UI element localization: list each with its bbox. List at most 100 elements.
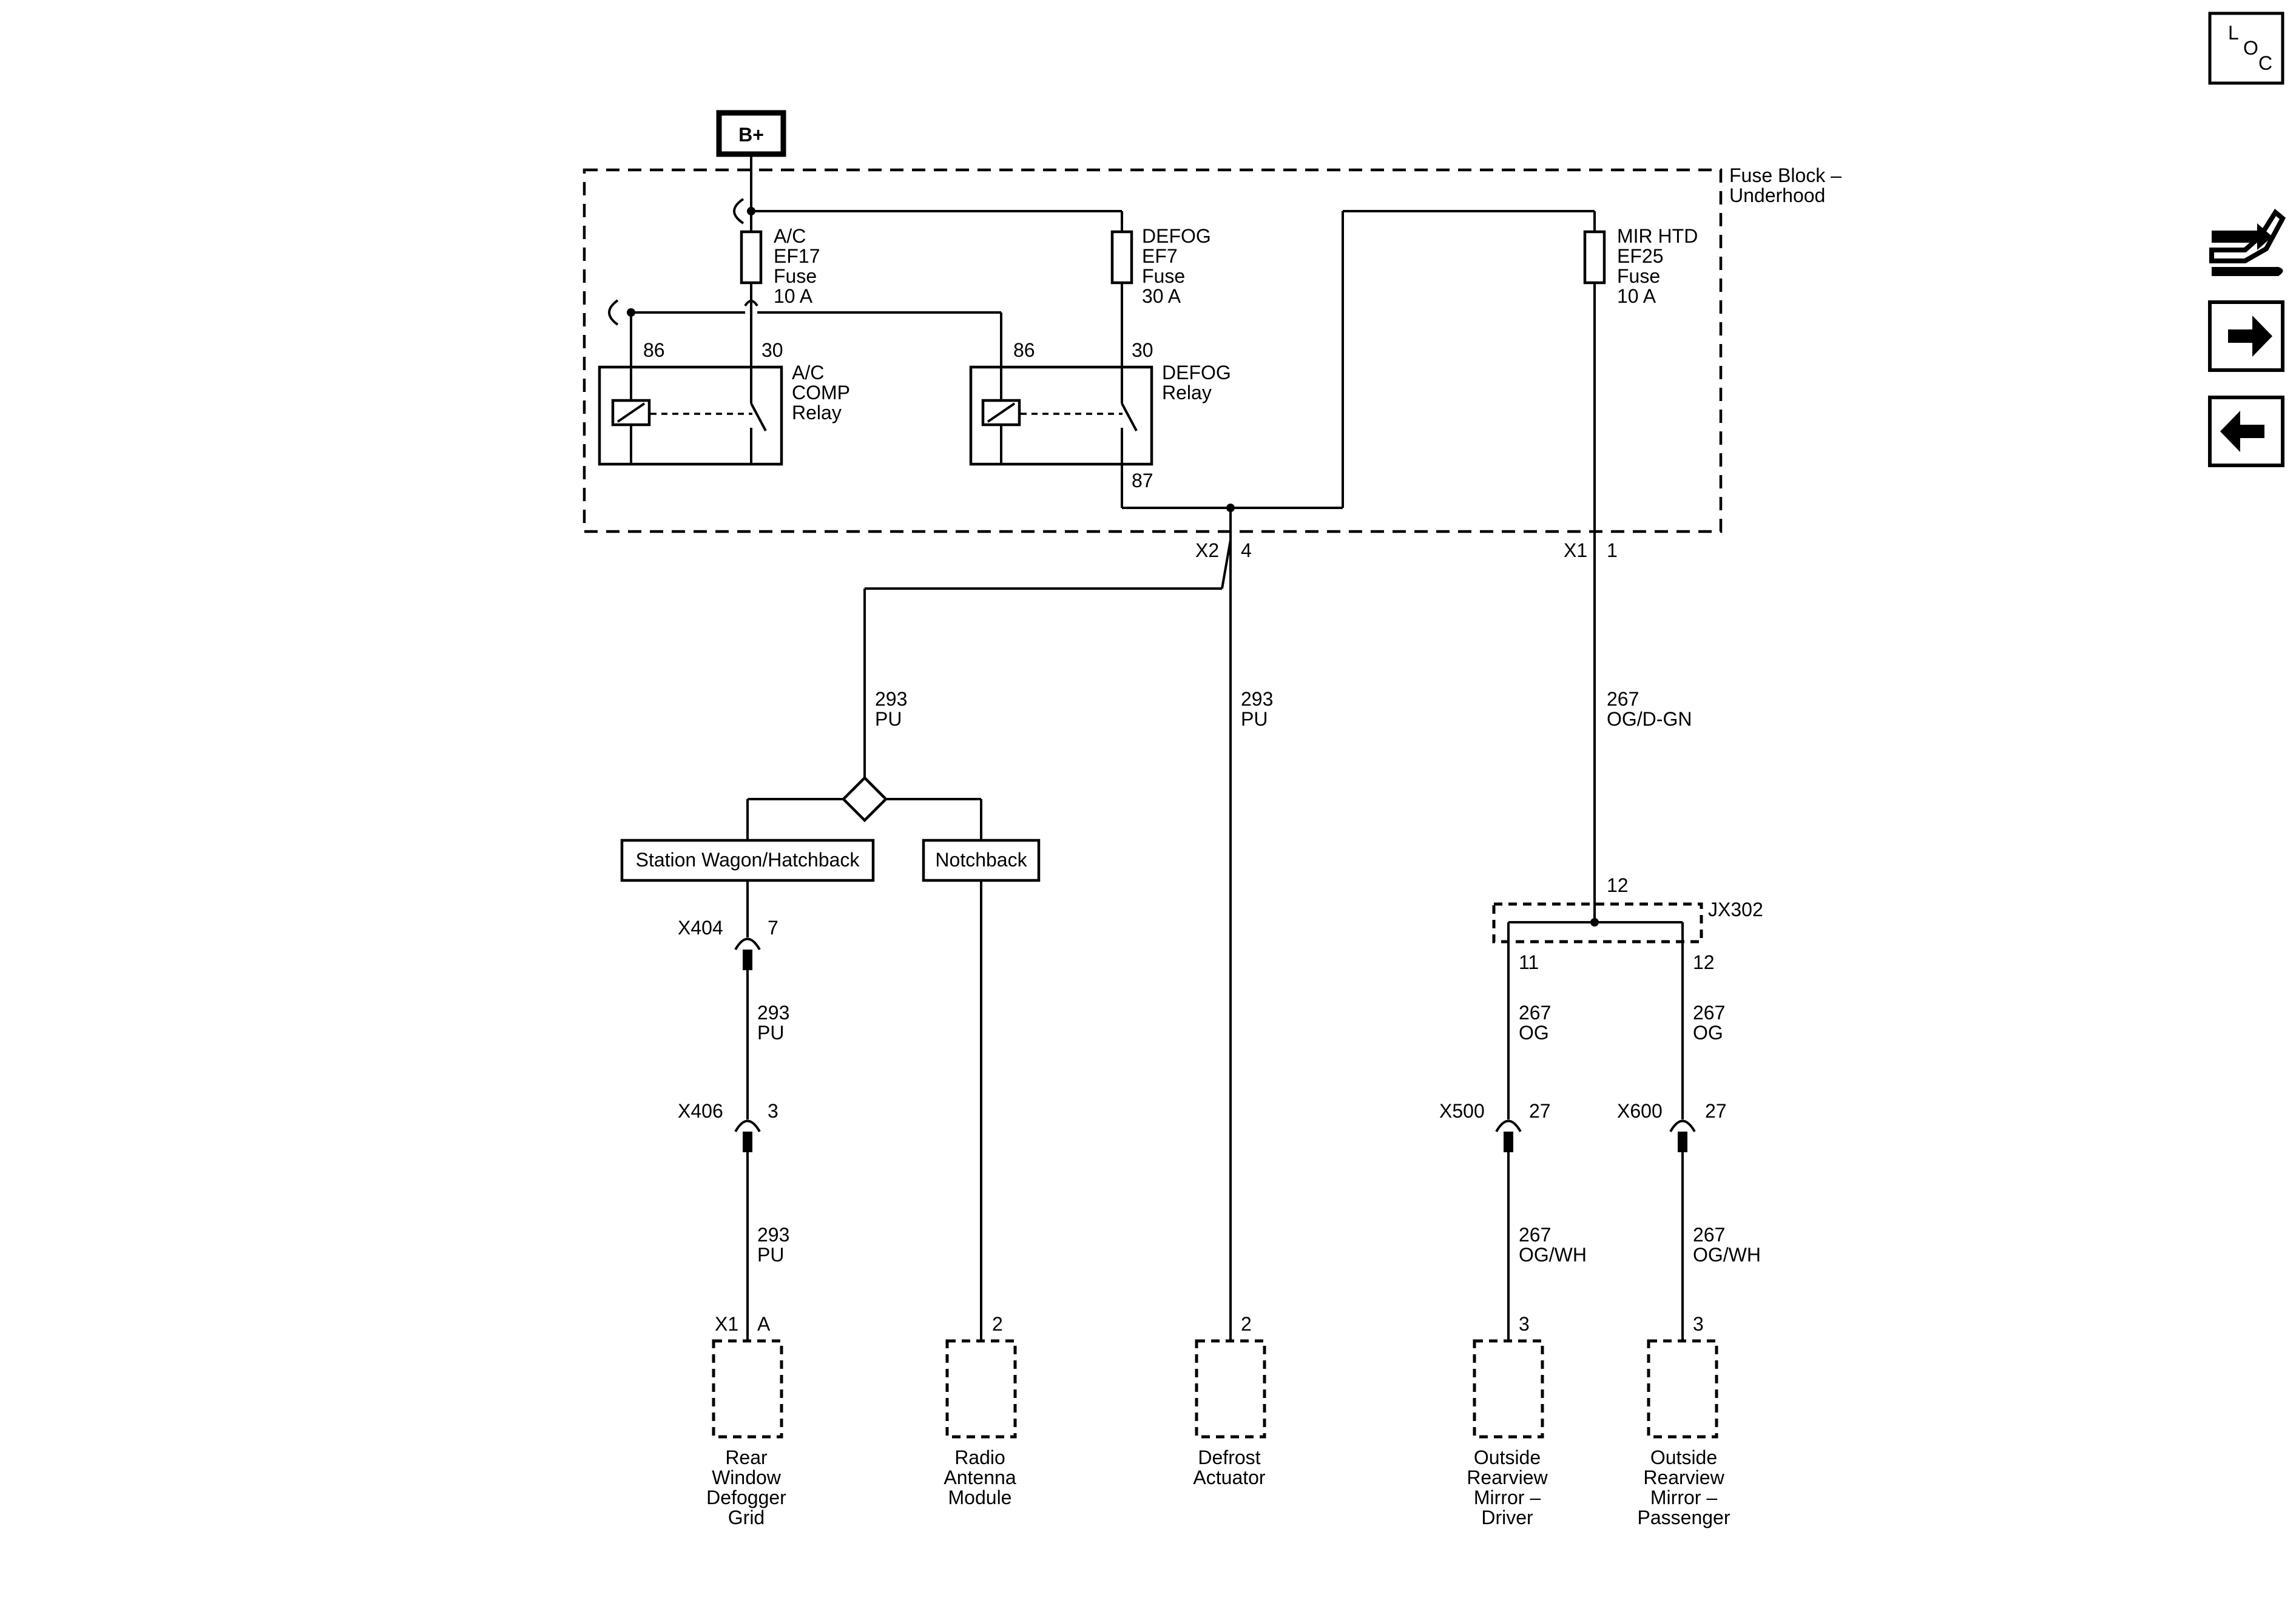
svg-text:30 A: 30 A: [1142, 285, 1181, 307]
svg-text:Defogger: Defogger: [706, 1487, 786, 1508]
left-branch-wiring: [734, 880, 982, 1341]
svg-text:Rearview: Rearview: [1467, 1467, 1548, 1488]
service-info-icon[interactable]: [2209, 208, 2286, 276]
x500-pin-label: 27: [1529, 1100, 1551, 1122]
defog-relay-label: DEFOG Relay: [1162, 362, 1231, 403]
wire-label-293-left: 293 PU: [875, 688, 907, 730]
wire-label-267-main: 267 OG/D-GN: [1607, 688, 1692, 730]
ac-relay-pin-30: 30: [761, 339, 783, 361]
svg-text:Mirror –: Mirror –: [1474, 1487, 1541, 1508]
option-station-wagon: Station Wagon/Hatchback: [620, 839, 875, 882]
x1-connector-label: X1: [1564, 539, 1587, 561]
svg-text:293: 293: [875, 688, 907, 710]
splice-dot: [1590, 918, 1599, 927]
svg-text:DEFOG: DEFOG: [1142, 225, 1211, 247]
x406-connector-label: X406: [678, 1100, 723, 1122]
component-outside-mirror-driver: 3 Outside Rearview Mirror – Driver: [1467, 1313, 1548, 1528]
svg-text:A: A: [757, 1313, 771, 1335]
svg-text:293: 293: [757, 1002, 789, 1024]
x404-pin-label: 7: [768, 917, 778, 939]
wire-label-267-og-driver: 267 OG: [1519, 1002, 1551, 1044]
svg-text:Outside: Outside: [1474, 1447, 1541, 1468]
svg-text:3: 3: [1519, 1313, 1530, 1335]
arrow-right-icon[interactable]: [2208, 300, 2284, 372]
svg-text:DEFOG: DEFOG: [1162, 362, 1231, 383]
x406-pin-label: 3: [768, 1100, 778, 1122]
svg-text:PU: PU: [1241, 708, 1268, 730]
svg-text:10 A: 10 A: [774, 285, 813, 307]
svg-text:Passenger: Passenger: [1638, 1507, 1730, 1528]
jx302-label: JX302: [1708, 899, 1763, 920]
fuse-ef17-label: A/C EF17 Fuse 10 A: [774, 225, 820, 307]
svg-text:EF25: EF25: [1617, 245, 1663, 267]
x600-connector-label: X600: [1617, 1100, 1663, 1122]
svg-text:293: 293: [1241, 688, 1273, 710]
svg-text:A/C: A/C: [774, 225, 806, 247]
svg-text:A/C: A/C: [792, 362, 824, 383]
svg-text:Mirror –: Mirror –: [1650, 1487, 1717, 1508]
svg-text:COMP: COMP: [792, 382, 850, 403]
splice-dot: [747, 207, 755, 215]
svg-text:Actuator: Actuator: [1193, 1467, 1266, 1488]
wire-label-267-wh-driver: 267 OG/WH: [1519, 1224, 1587, 1266]
svg-text:PU: PU: [757, 1022, 784, 1044]
x2-outputs: [863, 508, 1232, 1341]
svg-text:Rear: Rear: [725, 1447, 768, 1468]
svg-text:Fuse: Fuse: [1142, 265, 1185, 287]
location-button[interactable]: L O C: [2208, 12, 2284, 85]
fuse-block-title: Fuse Block –: [1729, 164, 1842, 186]
component-outside-mirror-passenger: 3 Outside Rearview Mirror – Passenger: [1638, 1313, 1730, 1528]
fuse-block-wiring: [608, 154, 1606, 922]
fuse-block-boundary: [582, 168, 1723, 533]
svg-text:OG/D-GN: OG/D-GN: [1607, 708, 1692, 730]
svg-text:293: 293: [757, 1224, 789, 1246]
svg-text:2: 2: [992, 1313, 1003, 1335]
svg-text:Antenna: Antenna: [944, 1467, 1016, 1488]
svg-text:PU: PU: [757, 1244, 784, 1266]
svg-text:Defrost: Defrost: [1198, 1447, 1260, 1468]
arrow-left-icon[interactable]: [2208, 396, 2284, 467]
jx302-splice-pack: [1492, 902, 1703, 1341]
svg-text:Outside: Outside: [1650, 1447, 1717, 1468]
jx302-out-pin-2: 12: [1693, 951, 1715, 973]
svg-text:OG: OG: [1519, 1022, 1549, 1044]
wire-label-293-mid: 293 PU: [757, 1002, 789, 1044]
wire-label-267-og-passenger: 267 OG: [1693, 1002, 1725, 1044]
svg-text:3: 3: [1693, 1313, 1704, 1335]
x404-connector-label: X404: [678, 917, 723, 939]
svg-text:Window: Window: [712, 1467, 782, 1488]
svg-text:Fuse: Fuse: [1617, 265, 1660, 287]
svg-text:OG: OG: [1693, 1022, 1723, 1044]
jx302-out-pin-1: 11: [1519, 951, 1539, 973]
x600-pin-label: 27: [1705, 1100, 1727, 1122]
ac-comp-relay: [598, 365, 783, 466]
x2-pin-label: 4: [1241, 539, 1252, 561]
ac-relay-pin-86: 86: [643, 339, 665, 361]
svg-text:PU: PU: [875, 708, 902, 730]
fuse-ef7-label: DEFOG EF7 Fuse 30 A: [1142, 225, 1211, 307]
option-branch: [746, 775, 982, 840]
svg-text:EF17: EF17: [774, 245, 820, 267]
svg-text:Grid: Grid: [728, 1507, 765, 1528]
splice-dot: [627, 308, 635, 317]
svg-text:Driver: Driver: [1481, 1507, 1533, 1528]
svg-text:Relay: Relay: [792, 402, 842, 424]
loc-letter-c: C: [2258, 52, 2272, 74]
svg-text:10 A: 10 A: [1617, 285, 1656, 307]
svg-text:267: 267: [1607, 688, 1639, 710]
svg-text:Station Wagon/Hatchback: Station Wagon/Hatchback: [636, 849, 860, 871]
svg-text:267: 267: [1519, 1002, 1551, 1024]
jx302-in-pin: 12: [1607, 874, 1629, 896]
defog-relay-pin-87: 87: [1132, 470, 1153, 491]
fuse-ef25-label: MIR HTD EF25 Fuse 10 A: [1617, 225, 1698, 307]
svg-text:267: 267: [1693, 1224, 1725, 1246]
svg-text:X1: X1: [715, 1313, 738, 1335]
svg-text:Module: Module: [948, 1487, 1012, 1508]
svg-text:267: 267: [1693, 1002, 1725, 1024]
svg-text:Notchback: Notchback: [935, 849, 1027, 871]
x500-connector-label: X500: [1439, 1100, 1485, 1122]
svg-text:Fuse: Fuse: [774, 265, 817, 287]
ac-comp-relay-label: A/C COMP Relay: [792, 362, 850, 424]
svg-text:MIR HTD: MIR HTD: [1617, 225, 1698, 247]
